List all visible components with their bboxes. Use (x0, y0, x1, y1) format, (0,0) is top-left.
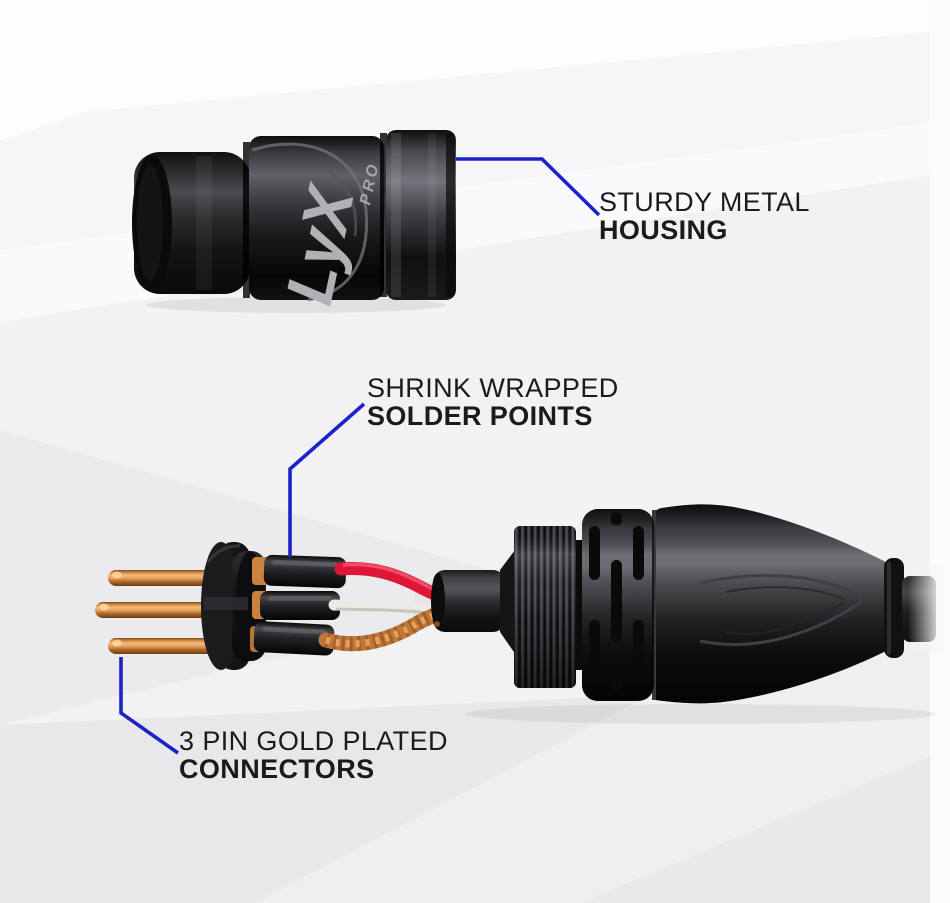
highlight (272, 559, 339, 568)
shading (514, 526, 576, 688)
grip-slot (611, 560, 622, 642)
cable (902, 566, 950, 652)
logo-swoosh-inner (329, 171, 357, 237)
connector-barrel: LyX PRO (249, 136, 384, 311)
shrink-tube (253, 621, 335, 656)
seam (380, 133, 387, 297)
grip-slot (589, 526, 600, 580)
callout-label-connectors: 3 PIN GOLD PLATED CONNECTORS (179, 727, 448, 783)
highlight (196, 156, 212, 290)
callout-lines (119, 157, 601, 755)
housing-body (656, 504, 886, 704)
housing-entry-tube (431, 570, 505, 632)
gold-pin (95, 602, 217, 618)
grip-ring (582, 509, 654, 701)
callout-solder-line1: SHRINK WRAPPED (367, 373, 619, 403)
disc-notch (204, 597, 248, 610)
copper-sliver (434, 621, 440, 627)
groove (576, 540, 584, 670)
logo-swoosh (251, 142, 369, 302)
chevron-emboss (699, 574, 863, 601)
pin-tip-highlight (112, 571, 122, 579)
grip-slot (589, 620, 600, 674)
gold-pins (95, 570, 218, 654)
grip-slot (633, 526, 644, 580)
callout-connectors-line2: CONNECTORS (179, 754, 375, 784)
grip-slot (611, 677, 622, 690)
shadow (465, 704, 935, 724)
callout-line-connectors (119, 657, 180, 755)
thread-section (514, 526, 576, 688)
background-facet (0, 0, 430, 140)
grip-slot (633, 620, 644, 674)
highlight (206, 544, 241, 563)
gold-pin (108, 638, 218, 654)
shrink-tube (263, 554, 347, 589)
cable-fade (908, 566, 950, 652)
highlight (887, 562, 891, 654)
callout-line-solder (288, 402, 366, 557)
connector-front-ring (386, 130, 456, 300)
highlight (268, 596, 332, 601)
chevron-emboss-inner (725, 586, 845, 600)
pin-tip-highlight (99, 603, 109, 611)
strain-relief-ring (884, 558, 904, 658)
background-facet (0, 695, 650, 903)
callout-solder-line2: SOLDER POINTS (367, 401, 593, 431)
background-facet (930, 0, 950, 903)
highlight (428, 133, 436, 297)
connector-housing (431, 504, 950, 704)
ring-edge (446, 133, 455, 297)
seam (243, 142, 250, 298)
callout-housing-line2: HOUSING (599, 215, 728, 245)
callout-housing-line1: STURDY METAL (599, 187, 810, 217)
housing-step-cone (500, 546, 518, 658)
shrink-tube (260, 591, 340, 620)
xlr-connector-assembled: LyX PRO (132, 130, 456, 313)
chevron-emboss (699, 599, 863, 646)
connector-rear-cap (132, 152, 250, 294)
callout-label-solder: SHRINK WRAPPED SOLDER POINTS (367, 374, 619, 430)
highlight (262, 626, 327, 635)
pin-tip-highlight (112, 639, 122, 647)
seam (652, 510, 657, 700)
callout-connectors-line1: 3 PIN GOLD PLATED (179, 726, 448, 756)
background-facet (580, 748, 950, 903)
chevron-emboss-inner (725, 602, 845, 635)
gold-pin (108, 570, 218, 586)
callout-label-housing: STURDY METAL HOUSING (599, 188, 810, 244)
callout-line-housing (456, 157, 601, 217)
shadow (146, 297, 446, 313)
highlight (391, 133, 401, 297)
grip-slot (611, 512, 622, 525)
xlr-connector-exploded (95, 504, 950, 724)
